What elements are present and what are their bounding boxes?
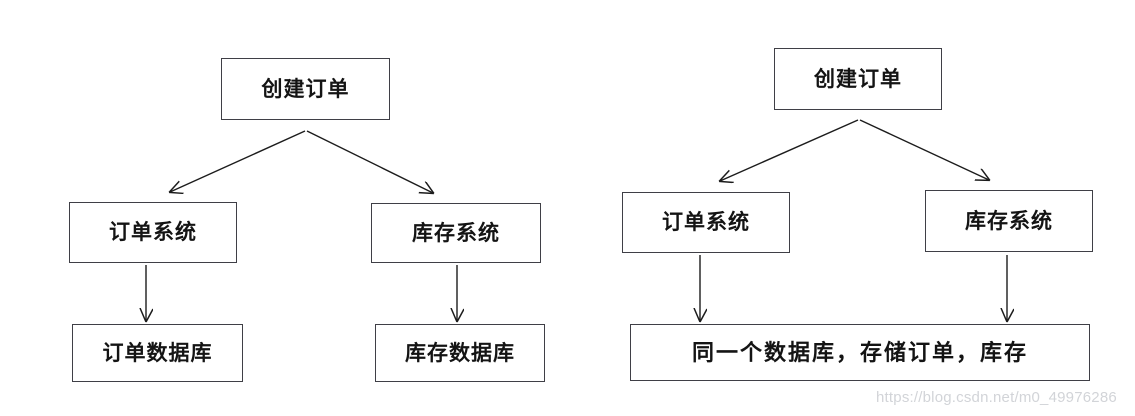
- node-inventory-system-left[interactable]: 库存系统: [371, 203, 541, 263]
- node-order-database[interactable]: 订单数据库: [72, 324, 243, 382]
- node-label: 创建订单: [814, 66, 902, 91]
- connector-arrow: [859, 119, 989, 180]
- node-order-system-right[interactable]: 订单系统: [622, 192, 790, 253]
- connector-arrow: [170, 130, 306, 192]
- connector-arrow: [720, 119, 859, 181]
- node-label: 库存系统: [965, 208, 1053, 233]
- node-order-system-left[interactable]: 订单系统: [69, 202, 237, 263]
- node-shared-database[interactable]: 同一个数据库，存储订单，库存: [630, 324, 1090, 381]
- node-label: 订单系统: [662, 210, 750, 234]
- node-label: 库存数据库: [405, 340, 515, 365]
- node-label: 订单数据库: [102, 340, 213, 365]
- node-inventory-database[interactable]: 库存数据库: [375, 324, 545, 382]
- node-label: 创建订单: [261, 76, 350, 101]
- node-inventory-system-right[interactable]: 库存系统: [925, 190, 1093, 252]
- node-label: 同一个数据库，存储订单，库存: [691, 339, 1028, 365]
- node-create-order-left[interactable]: 创建订单: [221, 58, 390, 120]
- watermark-text: https://blog.csdn.net/m0_49976286: [876, 389, 1117, 406]
- node-create-order-right[interactable]: 创建订单: [774, 48, 942, 110]
- node-label: 订单系统: [109, 220, 197, 244]
- node-label: 库存系统: [412, 220, 500, 245]
- connector-arrow: [306, 130, 433, 193]
